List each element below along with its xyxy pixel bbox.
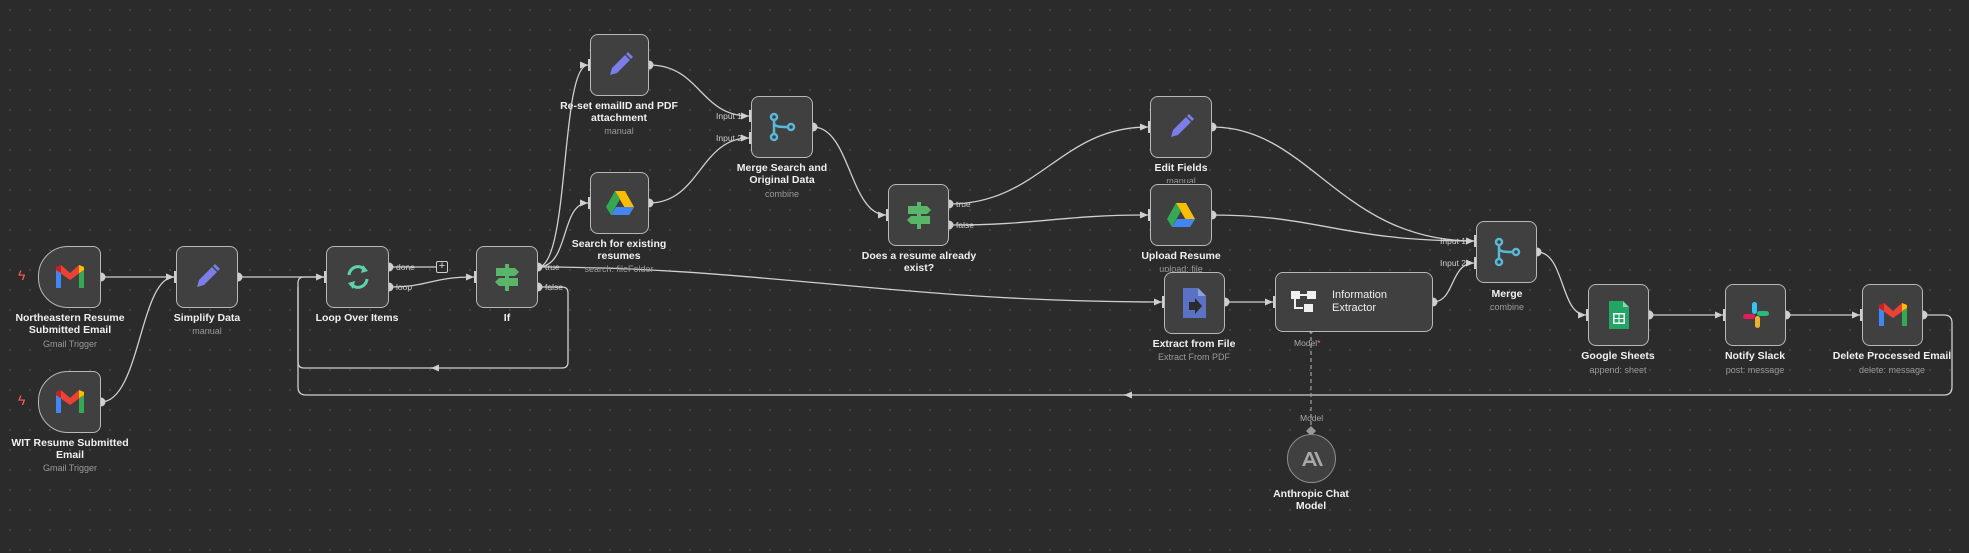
node-merge-search-subtitle: combine <box>764 189 800 199</box>
add-node-button[interactable]: + <box>436 261 448 273</box>
node-sheets-subtitle: append: sheet <box>1589 365 1647 375</box>
gmail-icon <box>55 390 84 413</box>
node-upload-resume[interactable] <box>1150 184 1212 246</box>
google-drive-icon <box>1167 202 1195 227</box>
node-extract-subtitle: Extract From PDF <box>1157 352 1230 362</box>
node-search-resumes[interactable] <box>590 172 649 234</box>
node-simplify-data[interactable] <box>176 246 238 308</box>
edge-if-true-to-extract <box>537 266 1163 306</box>
port-label-loop: loop <box>396 282 413 292</box>
port-label-done: done <box>396 262 415 272</box>
node-northeastern-title: Northeastern Resume Submitted Email <box>15 312 125 336</box>
loop-icon <box>347 265 368 289</box>
node-merge-title: Merge <box>1491 288 1523 300</box>
node-simplify-subtitle: manual <box>192 326 222 336</box>
node-anthropic-chat-model[interactable] <box>1287 434 1336 483</box>
node-wit-trigger[interactable] <box>38 371 101 433</box>
edge-if-true-to-search <box>537 199 589 268</box>
node-simplify-title: Simplify Data <box>173 312 241 324</box>
port-label-input-1: Input 1 <box>716 111 742 121</box>
gmail-icon <box>1878 303 1907 326</box>
node-reset-subtitle: manual <box>604 126 634 136</box>
file-extract-icon <box>1182 288 1206 318</box>
extractor-icon <box>1291 291 1316 312</box>
edge-delete-loopback <box>297 287 1953 396</box>
port-label-input-1: Input 1 <box>1440 236 1466 246</box>
node-delete-title: Delete Processed Email <box>1832 350 1952 362</box>
gmail-icon <box>55 265 84 288</box>
node-merge-search-title: Merge Search and Original Data <box>736 162 828 186</box>
trigger-bolt-icon: ϟ <box>18 267 26 283</box>
node-extract-from-file[interactable] <box>1164 272 1225 334</box>
node-slack-title: Notify Slack <box>1724 350 1786 362</box>
edge-search-to-merge-search <box>648 134 750 204</box>
node-edit-title: Edit Fields <box>1154 162 1208 174</box>
edge-exist-true-to-edit <box>948 123 1149 205</box>
node-delete-email[interactable] <box>1862 284 1923 346</box>
google-drive-icon <box>605 190 634 215</box>
node-notify-slack[interactable] <box>1725 284 1786 346</box>
port-label-input-2: Input 2 <box>1440 258 1466 268</box>
node-if[interactable] <box>476 246 538 308</box>
port-label-true: true <box>545 262 560 272</box>
node-merge[interactable] <box>1476 221 1537 283</box>
node-wit-subtitle: Gmail Trigger <box>42 463 97 473</box>
node-slack-subtitle: post: message <box>1725 365 1785 375</box>
node-anthropic-title: Anthropic Chat Model <box>1273 488 1349 512</box>
node-loop-title: Loop Over Items <box>315 312 399 324</box>
node-search-subtitle: search: fileFolder <box>584 264 654 274</box>
edge-upload-to-merge <box>1211 214 1475 245</box>
edge-edit-to-merge <box>1211 126 1475 245</box>
port-label-input-2: Input 2 <box>716 133 742 143</box>
node-edit-fields[interactable] <box>1150 96 1212 158</box>
node-information-extractor[interactable]: Information Extractor <box>1275 272 1433 332</box>
anthropic-icon <box>1301 451 1323 466</box>
node-sheets-title: Google Sheets <box>1581 350 1655 362</box>
port-label-false: false <box>545 282 563 292</box>
node-info-extractor-title: Information Extractor <box>1332 289 1388 314</box>
node-upload-title: Upload Resume <box>1141 250 1221 262</box>
node-delete-subtitle: delete: message <box>1858 365 1926 375</box>
trigger-bolt-icon: ϟ <box>18 392 26 408</box>
node-northeastern-trigger[interactable] <box>38 246 101 308</box>
node-exist-title: Does a resume already exist? <box>861 250 977 274</box>
node-google-sheets[interactable] <box>1588 284 1649 346</box>
model-port-label: Model <box>1300 413 1324 423</box>
port-label-false: false <box>956 220 974 230</box>
node-extract-title: Extract from File <box>1152 338 1236 350</box>
node-reset-email[interactable] <box>590 34 649 96</box>
node-if-title: If <box>503 312 511 324</box>
pencil-icon <box>609 52 633 75</box>
edge-merge-search-to-exist <box>812 126 887 219</box>
port-label-true: true <box>956 199 971 209</box>
node-edit-subtitle: manual <box>1166 176 1196 183</box>
node-merge-subtitle: combine <box>1489 302 1525 312</box>
node-wit-title: WIT Resume Submitted Email <box>11 437 129 461</box>
edge-loop-to-if <box>388 273 475 288</box>
edge-if-true-to-reset <box>537 61 589 268</box>
node-upload-subtitle: upload: file <box>1159 264 1203 272</box>
node-does-resume-exist[interactable] <box>888 184 949 246</box>
signpost-icon <box>906 202 931 229</box>
slack-icon <box>1742 302 1769 328</box>
node-northeastern-subtitle: Gmail Trigger <box>42 339 97 349</box>
node-merge-search[interactable] <box>751 96 813 158</box>
node-reset-title: Re-set emailID and PDF attachment <box>560 100 678 124</box>
merge-icon <box>1494 237 1520 267</box>
pencil-icon <box>1171 114 1194 137</box>
node-search-title: Search for existing resumes <box>571 238 667 262</box>
merge-icon <box>769 112 796 142</box>
node-loop-over-items[interactable] <box>326 246 389 308</box>
signpost-icon <box>495 264 519 291</box>
edge-reset-to-merge-search <box>648 64 750 120</box>
edge-info-to-merge <box>1432 259 1475 303</box>
edge-merge-to-sheets <box>1536 251 1587 319</box>
pencil-icon <box>197 264 220 287</box>
google-sheets-icon <box>1608 301 1629 329</box>
edge-wit-to-simplify <box>100 273 175 403</box>
edge-exist-false-to-upload <box>948 211 1149 226</box>
model-port-label: Model* <box>1294 338 1321 348</box>
